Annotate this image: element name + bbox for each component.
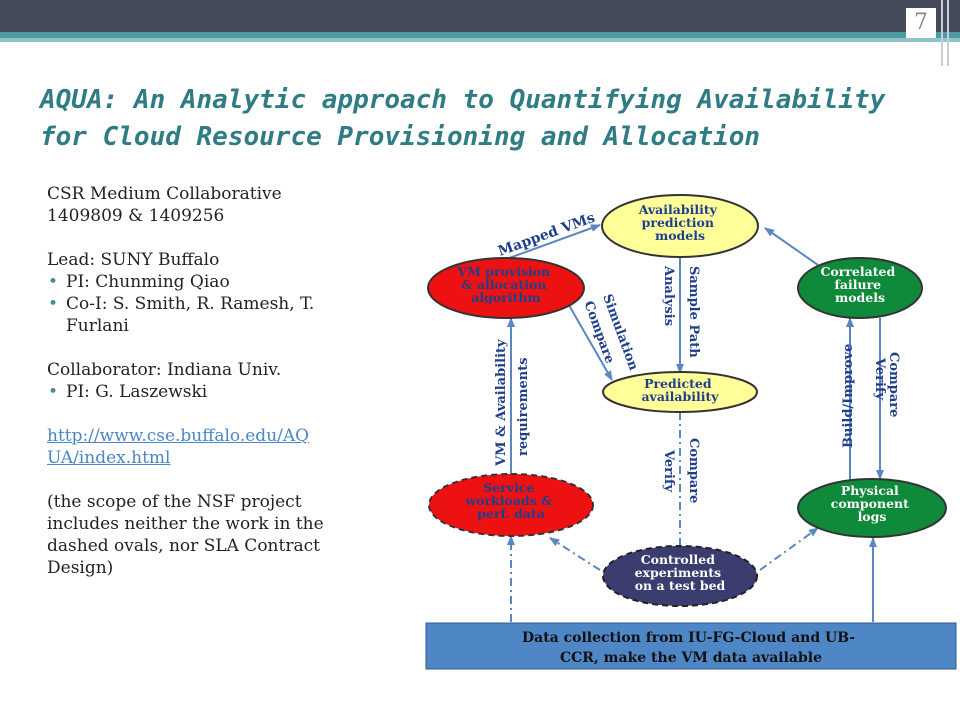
node-label: failure [835,277,882,292]
bullet-item: PI: Chunming Qiao [47,271,377,293]
node-label: models [835,290,885,305]
label-verify-right: Verify [872,357,887,401]
collaborator-bullets: PI: G. Laszewski [47,381,377,403]
svg-text:Controlled experiments: Controlled experiments on a test bed [635,552,726,593]
data-box-line-2: CCR, make the VM data available [560,650,822,666]
svg-text:VM provision & allocation: VM provision & allocation algorithm [456,264,554,305]
award-numbers: 1409809 & 1409256 [47,206,225,226]
title-line-2: for Cloud Resource Provisioning and Allo… [40,122,761,152]
node-label: Controlled [641,552,716,567]
bullet-item: Co-I: S. Smith, R. Ramesh, T. Furlani [47,293,377,337]
svg-text:Compare Verify: Compare Verify [872,352,901,422]
page-number: 7 [906,8,936,38]
node-label: logs [858,509,887,524]
svg-text:Predicted availability: Predicted availability [641,376,719,404]
node-controlled-experiments [602,545,758,607]
label-compare-center: Compare [686,438,701,503]
node-label: experiments [635,565,722,580]
label-compare-right: Compare [886,352,901,417]
node-service-workloads [428,473,594,537]
title-line-1: AQUA: An Analytic approach to Quantifyin… [40,85,886,115]
label-requirements: requirements [516,357,531,456]
node-label: algorithm [471,290,540,305]
node-label: Correlated [820,264,895,279]
node-label: perf. data [477,506,545,521]
svg-text:Physical component log: Physical component logs [831,483,914,524]
top-bar [0,0,960,32]
dashed-controlled-to-service [549,537,601,571]
link-line-2: UA/index.html [47,448,171,468]
lead-bullets: PI: Chunming Qiao Co-I: S. Smith, R. Ram… [47,271,377,337]
lead-institution: Lead: SUNY Buffalo [47,250,220,270]
project-link[interactable]: http://www.cse.buffalo.edu/AQ UA/index.h… [47,426,309,468]
svg-text:Compare Verify: Compare Verify [661,438,701,508]
data-box-line-1: Data collection from IU-FG-Cloud and UB- [522,630,855,646]
dashed-controlled-to-physical [759,527,819,571]
accent-stripe-light [0,38,960,42]
node-label: availability [641,389,719,404]
label-mapped-vms: Mapped VMs [496,210,597,260]
node-label: Physical [841,483,899,498]
node-label: Availability [638,202,718,217]
svg-text:Sample Path Analysis: Sample Path Analysis [661,265,701,362]
label-analysis: Analysis [661,265,676,326]
label-vm-availability: VM & Availability [494,339,509,467]
node-correlated-failure [797,257,923,319]
node-label: Predicted [644,376,712,391]
svg-text:Service workloads & pe: Service workloads & perf. data [464,480,556,521]
node-label: on a test bed [635,578,726,593]
label-sample-path: Sample Path [686,266,701,358]
label-build-improve: Build/Improve [841,344,856,448]
node-label: Service [483,480,534,495]
decor-line [941,0,943,66]
link-line-1: http://www.cse.buffalo.edu/AQ [47,426,310,446]
slide-title: AQUA: An Analytic approach to Quantifyin… [40,82,920,156]
svg-text:Data collection from IU-FG-Clo: Data collection from IU-FG-Cloud and UB-… [522,630,860,666]
arrow-vm-to-predicted [565,299,613,381]
program-name: CSR Medium Collaborative [47,184,282,204]
scope-note: (the scope of the NSF project includes n… [47,492,324,578]
node-predicted-availability [602,371,758,413]
decor-line [947,0,949,66]
svg-text:Correlated failure mod: Correlated failure models [820,264,899,305]
node-label: workloads & [464,493,553,508]
arrow-correlated-to-availability [764,227,819,266]
accent-stripe [0,32,960,38]
node-label: & allocation [461,277,546,292]
collaborator: Collaborator: Indiana Univ. [47,360,282,380]
node-vm-provision [427,257,585,319]
project-info: CSR Medium Collaborative 1409809 & 14092… [47,183,377,579]
node-label: prediction [642,215,714,230]
bullet-item: PI: G. Laszewski [47,381,377,403]
svg-text:Simulation Compare: Simulation Compare [580,292,642,383]
svg-text:VM & Availability requirem: VM & Availability requirements [494,335,531,467]
node-label: VM provision [456,264,550,279]
node-label: component [831,496,909,511]
node-availability-models [601,194,759,258]
data-collection-box [425,622,957,670]
label-verify-center: Verify [661,449,676,493]
node-physical-logs [797,478,947,538]
node-label: models [655,228,705,243]
svg-text:Availability prediction: Availability prediction models [638,202,722,243]
